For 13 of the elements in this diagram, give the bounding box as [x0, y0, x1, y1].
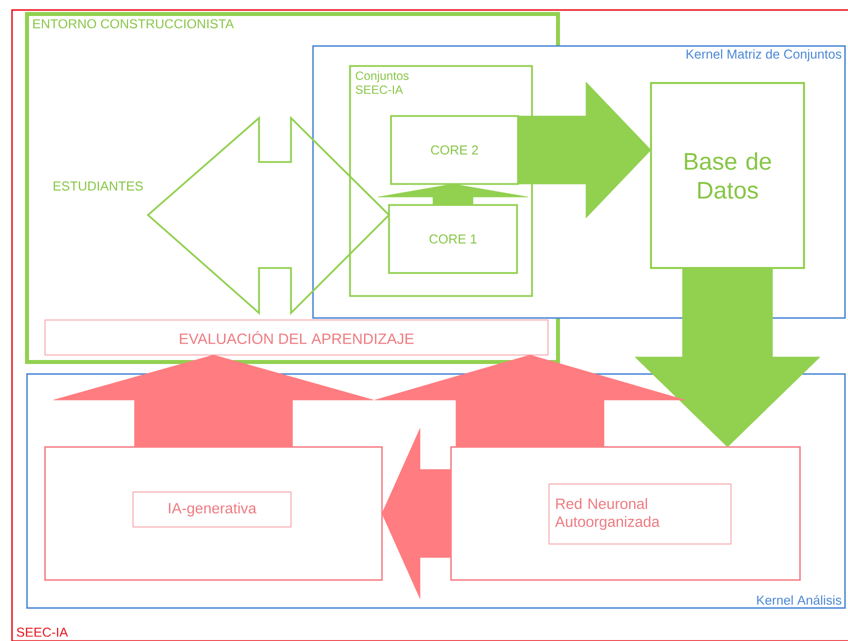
database-box: Base de Datos [650, 82, 805, 269]
block-arrow [53, 354, 374, 448]
block-arrow [634, 268, 820, 448]
block-arrow [382, 428, 452, 599]
process-box: EVALUACIÓN DEL APRENDIZAJE [44, 320, 548, 356]
block-arrow [378, 184, 528, 206]
actor-label: ESTUDIANTES [54, 181, 143, 191]
process-box: CORE 1 [388, 204, 518, 274]
block-arrow [518, 82, 652, 218]
process-box: IA-generativa [132, 492, 292, 528]
process-box: Red Neuronal Autoorganizada [548, 484, 732, 544]
block-arrow [374, 354, 686, 448]
process-box: CORE 2 [390, 115, 519, 185]
